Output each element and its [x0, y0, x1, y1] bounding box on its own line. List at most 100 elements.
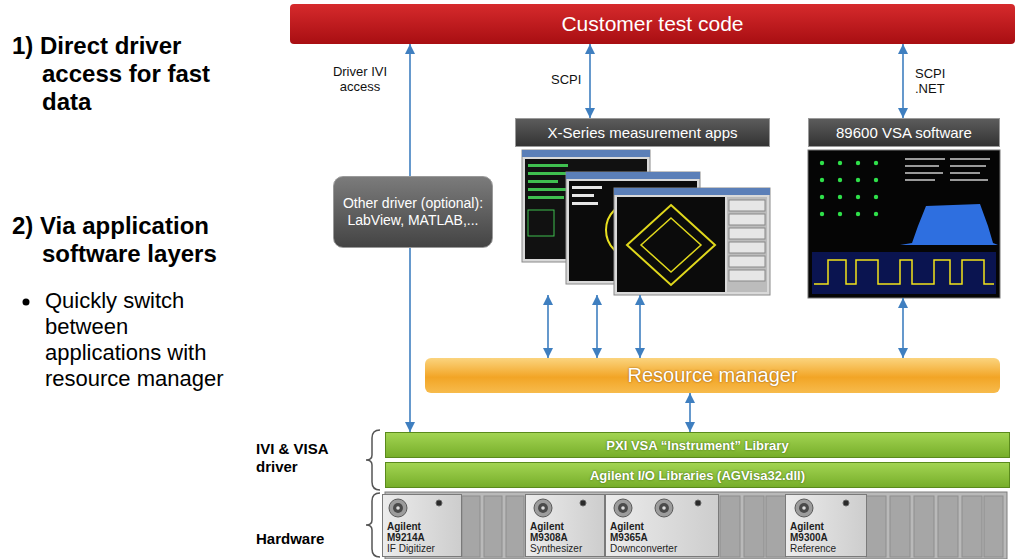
- screen-line: [905, 172, 943, 174]
- menu-panel: [727, 197, 767, 292]
- screen-line: [950, 165, 986, 167]
- empty-slot: [938, 496, 958, 557]
- hardware-module: AgilentM9308ASynthesizer: [525, 494, 605, 557]
- dot: [820, 195, 824, 199]
- dot: [874, 212, 878, 216]
- node-text: IF Digitizer: [387, 543, 458, 554]
- rf-connector-pin: [621, 506, 625, 510]
- menu-button: [729, 228, 765, 239]
- arrow-connector: [689, 393, 691, 432]
- menu-button: [729, 242, 765, 253]
- empty-slot: [962, 496, 982, 557]
- rf-connector-core: [538, 503, 548, 513]
- connector-label: SCPI .NET: [914, 66, 954, 96]
- node-text: 89600 VSA software: [808, 118, 1000, 147]
- spectrum-trace: [900, 204, 998, 245]
- rf-connector: [614, 499, 632, 517]
- application-panel: X-Series measurement apps: [515, 118, 770, 295]
- dot: [856, 178, 860, 182]
- library-bar: Agilent I/O Libraries (AGVisa32.dll): [385, 462, 1010, 488]
- node-text: Resource manager: [627, 364, 797, 387]
- scatter-plot: [641, 218, 701, 272]
- empty-slot: [984, 496, 1003, 557]
- node-text: PXI VSA “Instrument” Library: [606, 438, 788, 453]
- empty-slot: [866, 496, 886, 557]
- top-bar: Customer test code: [290, 4, 1015, 44]
- arrow-connector: [589, 44, 591, 118]
- window-frame: [614, 188, 770, 295]
- bracket: [366, 430, 380, 490]
- screen-line: [950, 158, 990, 160]
- app-screenshot: [614, 188, 770, 295]
- dot: [838, 212, 842, 216]
- arrow-connector: [902, 44, 904, 118]
- rf-connector-pin: [541, 506, 545, 510]
- node-text: Agilent: [530, 521, 601, 532]
- module-connectors: [383, 495, 453, 521]
- constellation-dots: [820, 161, 878, 216]
- window-screen: [808, 150, 1000, 298]
- application-panel: 89600 VSA software: [808, 118, 1000, 298]
- node-text: M9214A: [387, 532, 458, 543]
- manager-bar: Resource manager: [425, 358, 1000, 393]
- menu-button: [729, 256, 765, 267]
- hardware-module: AgilentM9300AReference: [785, 494, 867, 557]
- rf-connector-pin: [396, 506, 400, 510]
- arrow-connector: [409, 248, 411, 432]
- screen-line: [572, 194, 594, 197]
- bracket: [366, 493, 380, 557]
- node-text: X-Series measurement apps: [515, 118, 770, 147]
- rf-connector: [655, 499, 673, 517]
- node-text: Synthesizer: [530, 543, 601, 554]
- dot: [874, 161, 878, 165]
- node-text: Agilent: [790, 521, 863, 532]
- module-connectors: [606, 495, 710, 521]
- arrow-connector: [596, 295, 598, 358]
- dot: [856, 212, 860, 216]
- hardware-module: AgilentM9214AIF Digitizer: [382, 494, 462, 557]
- digital-trace: [814, 260, 994, 284]
- scatter-plot: [627, 205, 715, 285]
- dot: [820, 178, 824, 182]
- module-connectors: [786, 495, 858, 521]
- empty-slot: [914, 496, 934, 557]
- status-led: [695, 500, 701, 506]
- empty-slot: [890, 496, 910, 557]
- layer-label: Hardware: [256, 530, 356, 548]
- rf-connector-core: [659, 503, 669, 513]
- vsa-screenshot: [808, 150, 1000, 298]
- node-text: Other driver (optional): LabView, MATLAB…: [340, 195, 486, 229]
- module-connectors: [526, 495, 596, 521]
- empty-slot: [744, 496, 764, 557]
- rf-connector: [534, 499, 552, 517]
- bullet-note: Quickly switch between applications with…: [45, 288, 250, 392]
- node-text: Agilent: [610, 521, 715, 532]
- status-led: [843, 500, 849, 506]
- hardware-module: AgilentM9365ADownconverter: [605, 494, 719, 557]
- node-text: Downconverter: [610, 543, 715, 554]
- menu-button: [729, 200, 765, 211]
- screen-line: [950, 172, 980, 174]
- node-text: Reference: [790, 543, 863, 554]
- dot: [856, 161, 860, 165]
- window-title: [566, 172, 700, 179]
- empty-slot: [462, 496, 480, 557]
- node-text: Agilent I/O Libraries (AGVisa32.dll): [590, 468, 805, 483]
- empty-slot: [484, 496, 502, 557]
- empty-slot: [720, 496, 740, 557]
- screen-line: [572, 202, 598, 205]
- screen-grid: [528, 210, 554, 236]
- dot: [874, 178, 878, 182]
- empty-slot: [506, 496, 524, 557]
- screen-line: [572, 186, 602, 189]
- window-screen: [617, 197, 725, 292]
- node-text: Agilent: [387, 521, 458, 532]
- arrow-connector: [902, 298, 904, 358]
- screen-line: [950, 179, 988, 181]
- node-text: M9365A: [610, 532, 715, 543]
- screen-line: [528, 180, 558, 183]
- arrow-connector: [409, 44, 411, 176]
- screen-line: [905, 158, 945, 160]
- window-title: [522, 150, 650, 157]
